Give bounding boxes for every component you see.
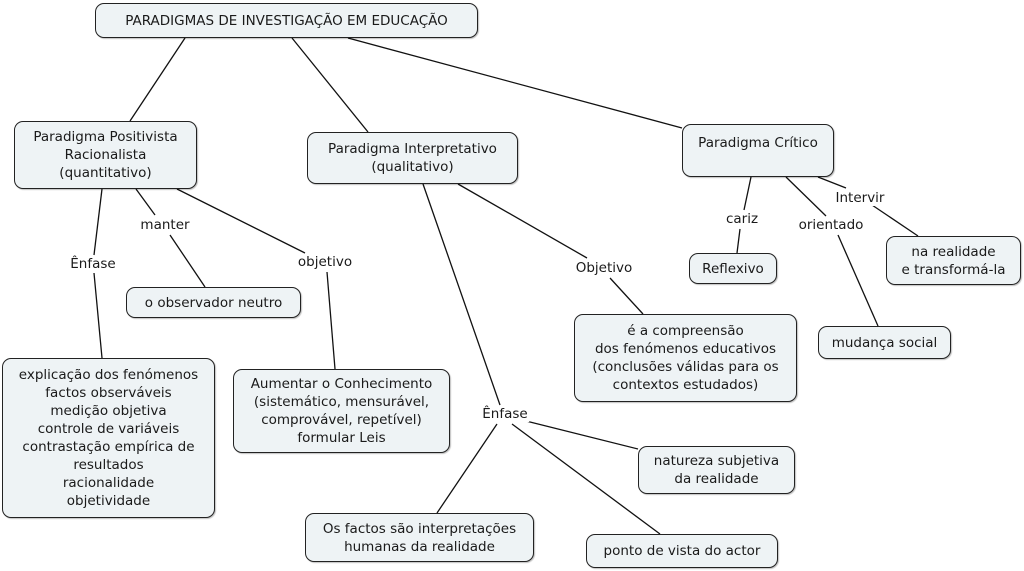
link-title-interpretativo <box>291 37 369 133</box>
link-label-orientado: orientado <box>796 217 866 233</box>
link-crit-orientado <box>785 176 827 217</box>
link-pos-objetivo <box>176 188 306 254</box>
link-intervir-realidade <box>871 204 919 237</box>
link-crit-cariz <box>743 176 752 211</box>
link-manter-observador <box>169 234 206 288</box>
link-pos-manter <box>135 188 156 216</box>
link-label-cariz: cariz <box>723 211 761 227</box>
node-ponto-de-vista[interactable]: ponto de vista do actor <box>586 534 778 568</box>
link-label-objetivo: objetivo <box>295 254 355 270</box>
node-aumentar-conhecimento[interactable]: Aumentar o Conhecimento (sistemático, me… <box>233 369 450 453</box>
link-label-enfase-positivista: Ênfase <box>68 256 118 272</box>
link-label-objetivo-interpretativo: Objetivo <box>573 260 635 276</box>
link-objetivo-compreensao <box>609 277 644 315</box>
link-label-manter: manter <box>138 217 192 233</box>
link-int-enfase <box>422 183 501 406</box>
link-label-enfase-interpretativo: Ênfase <box>480 406 530 422</box>
node-compreensao[interactable]: é a compreensão dos fenómenos educativos… <box>574 314 797 402</box>
link-title-positivista <box>129 37 186 122</box>
link-crit-intervir <box>817 176 847 189</box>
node-explicacao[interactable]: explicação dos fenómenos factos observáv… <box>2 358 215 518</box>
link-orientado-mudanca <box>837 234 879 327</box>
link-enfase-natureza <box>521 419 639 450</box>
node-paradigma-interpretativo[interactable]: Paradigma Interpretativo (qualitativo) <box>307 132 518 184</box>
link-title-critico <box>347 37 683 129</box>
node-mudanca-social[interactable]: mudança social <box>818 326 951 359</box>
link-enfase-explicacao <box>93 272 103 359</box>
link-cariz-reflexivo <box>736 228 741 254</box>
title-node[interactable]: PARADIGMAS DE INVESTIGAÇÃO EM EDUCAÇÃO <box>95 3 478 38</box>
node-factos-interpretacoes[interactable]: Os factos são interpretações humanas da … <box>305 513 534 562</box>
link-label-intervir: Intervir <box>833 190 887 206</box>
node-reflexivo[interactable]: Reflexivo <box>689 253 777 284</box>
link-enfase-factos <box>436 423 498 514</box>
link-pos-enfase <box>93 188 103 256</box>
node-na-realidade[interactable]: na realidade e transformá-la <box>886 236 1021 285</box>
link-objetivo-aumentar <box>326 271 336 370</box>
node-observador-neutro[interactable]: o observador neutro <box>126 287 301 318</box>
node-paradigma-critico[interactable]: Paradigma Crítico <box>682 124 834 177</box>
link-enfase-ponto <box>511 423 661 535</box>
link-int-objetivo <box>457 183 588 259</box>
node-natureza-subjetiva[interactable]: natureza subjetiva da realidade <box>638 446 795 494</box>
node-paradigma-positivista[interactable]: Paradigma Positivista Racionalista (quan… <box>14 121 197 189</box>
